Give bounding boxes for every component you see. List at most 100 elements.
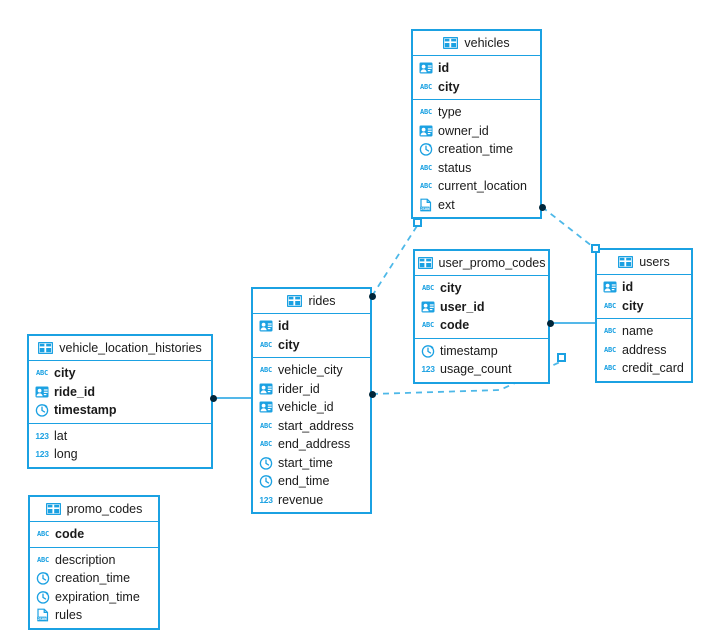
relationship-edge-vehicles-to-users bbox=[541, 206, 598, 251]
field-row-rides-vehicle_id[interactable]: vehicle_id bbox=[253, 398, 370, 417]
edge-endpoint-dot-vehicle-location-histories-to-rides bbox=[209, 394, 217, 402]
field-row-rides-id[interactable]: id bbox=[253, 317, 370, 336]
field-row-rides-end_time[interactable]: end_time bbox=[253, 472, 370, 491]
abc-text-type-icon: ABC bbox=[421, 321, 435, 330]
field-label: city bbox=[622, 298, 644, 313]
field-row-promo_codes-creation_time[interactable]: creation_time bbox=[30, 569, 158, 588]
table-grid-icon bbox=[38, 342, 54, 354]
table-title: vehicles bbox=[464, 35, 510, 50]
edge-endpoint-square-rides-to-users bbox=[557, 353, 566, 362]
field-row-vehicles-id[interactable]: id bbox=[413, 59, 540, 78]
field-label: start_address bbox=[278, 418, 354, 433]
edge-endpoint-dot-vehicles-to-users bbox=[538, 203, 546, 211]
field-row-user_promo_codes-code[interactable]: ABC code bbox=[415, 316, 548, 335]
field-row-vehicle_location_histories-ride_id[interactable]: ride_id bbox=[29, 383, 211, 402]
field-label: credit_card bbox=[622, 361, 684, 375]
field-row-user_promo_codes-timestamp[interactable]: timestamp bbox=[415, 342, 548, 361]
id-card-key-icon bbox=[603, 280, 617, 294]
field-row-rides-start_time[interactable]: start_time bbox=[253, 454, 370, 473]
table-header-vehicle_location_histories[interactable]: vehicle_location_histories bbox=[29, 336, 211, 361]
field-label: creation_time bbox=[438, 142, 514, 156]
field-label: ride_id bbox=[54, 384, 95, 399]
abc-text-type-icon: ABC bbox=[603, 364, 617, 373]
abc-text-type-icon: ABC bbox=[603, 345, 617, 354]
table-header-rides[interactable]: rides bbox=[253, 289, 370, 314]
field-label: owner_id bbox=[438, 123, 489, 138]
edge-endpoint-dot-rides-to-users bbox=[368, 390, 376, 398]
clock-timestamp-icon bbox=[35, 403, 49, 417]
abc-text-type-icon: ABC bbox=[603, 301, 617, 310]
field-row-vehicle_location_histories-timestamp[interactable]: timestamp bbox=[29, 401, 211, 420]
field-row-users-city[interactable]: ABC city bbox=[597, 297, 691, 316]
edge-endpoint-dot-rides-to-vehicles bbox=[368, 292, 376, 300]
field-label: lat bbox=[54, 428, 68, 443]
123-number-type-icon: 123 bbox=[421, 364, 435, 375]
table-title: promo_codes bbox=[66, 501, 143, 516]
table-header-promo_codes[interactable]: promo_codes bbox=[30, 497, 158, 522]
field-label: code bbox=[440, 318, 470, 332]
id-card-key-icon bbox=[421, 300, 435, 314]
table-title: user_promo_codes bbox=[438, 255, 546, 270]
field-label: expiration_time bbox=[55, 589, 140, 604]
table-title: rides bbox=[308, 293, 336, 308]
field-row-vehicles-owner_id[interactable]: owner_id bbox=[413, 122, 540, 141]
clock-timestamp-icon bbox=[36, 590, 50, 604]
field-label: name bbox=[622, 324, 654, 338]
123-number-type-icon: 123 bbox=[35, 430, 49, 441]
table-grid-icon bbox=[287, 295, 303, 307]
field-label: id bbox=[278, 319, 290, 333]
json-document-icon: JSON bbox=[419, 198, 433, 212]
field-row-promo_codes-expiration_time[interactable]: expiration_time bbox=[30, 588, 158, 607]
table-header-users[interactable]: users bbox=[597, 250, 691, 275]
table-header-vehicles[interactable]: vehicles bbox=[413, 31, 540, 56]
id-card-key-icon bbox=[259, 400, 273, 414]
table-grid-icon bbox=[443, 37, 459, 49]
field-row-user_promo_codes-user_id[interactable]: user_id bbox=[415, 298, 548, 317]
field-row-users-id[interactable]: id bbox=[597, 278, 691, 297]
field-label: timestamp bbox=[54, 403, 117, 417]
field-label: start_time bbox=[278, 455, 333, 470]
abc-text-type-icon: ABC bbox=[419, 182, 433, 191]
svg-text:JSON: JSON bbox=[37, 617, 46, 621]
svg-text:JSON: JSON bbox=[420, 207, 429, 211]
field-label: city bbox=[54, 366, 76, 380]
field-label: description bbox=[55, 552, 116, 567]
abc-text-type-icon: ABC bbox=[259, 440, 273, 449]
field-label: type bbox=[438, 105, 462, 119]
table-header-user_promo_codes[interactable]: user_promo_codes bbox=[415, 251, 548, 276]
field-row-users-credit_card[interactable]: ABC credit_card bbox=[597, 359, 691, 378]
abc-text-type-icon: ABC bbox=[419, 163, 433, 172]
field-row-vehicles-creation_time[interactable]: creation_time bbox=[413, 140, 540, 159]
field-row-rides-rider_id[interactable]: rider_id bbox=[253, 380, 370, 399]
field-row-vehicle_location_histories-lat[interactable]: 123 lat bbox=[29, 427, 211, 446]
